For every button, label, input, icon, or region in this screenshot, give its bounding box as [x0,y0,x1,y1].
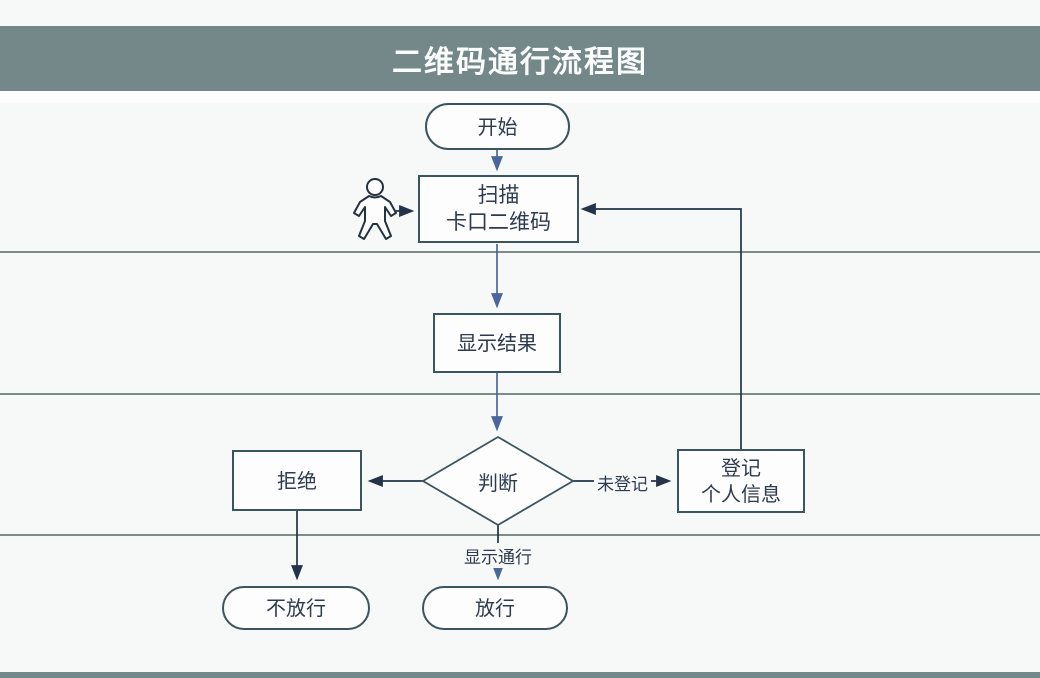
node-register-label-line1: 登记 [721,456,761,480]
edge-label-show-pass: 显示通行 [461,543,535,568]
edge-register-loop-to-scan [580,203,742,449]
node-scan-label-line2: 卡口二维码 [446,210,551,234]
edge-label-unregistered: 未登记 [594,470,651,495]
footer-bar [0,672,1040,678]
node-scan-qrcode: 扫描 卡口二维码 [418,175,579,243]
decision-diamond [421,435,575,527]
header-bottom-band [0,91,1040,103]
node-reject: 拒绝 [232,450,362,511]
node-no-pass-label: 不放行 [266,596,326,620]
node-display-result: 显示结果 [433,313,561,373]
node-pass-label: 放行 [475,596,515,620]
node-scan-label-line1: 扫描 [477,182,520,207]
node-register-info: 登记 个人信息 [677,449,805,513]
node-no-pass: 不放行 [222,586,370,630]
node-start: 开始 [425,103,570,150]
node-start-label: 开始 [477,114,518,139]
node-display-result-label: 显示结果 [457,331,537,355]
lane-divider [0,534,1040,536]
node-register-label-line2: 个人信息 [701,482,781,506]
person-icon [353,178,397,240]
lane-divider [0,393,1040,395]
node-reject-label: 拒绝 [277,468,317,493]
title-bar: 二维码通行流程图 [0,26,1040,91]
page-title: 二维码通行流程图 [392,44,648,80]
lane-divider [0,251,1040,253]
node-decision-label: 判断 [478,470,518,495]
node-pass: 放行 [422,586,568,630]
